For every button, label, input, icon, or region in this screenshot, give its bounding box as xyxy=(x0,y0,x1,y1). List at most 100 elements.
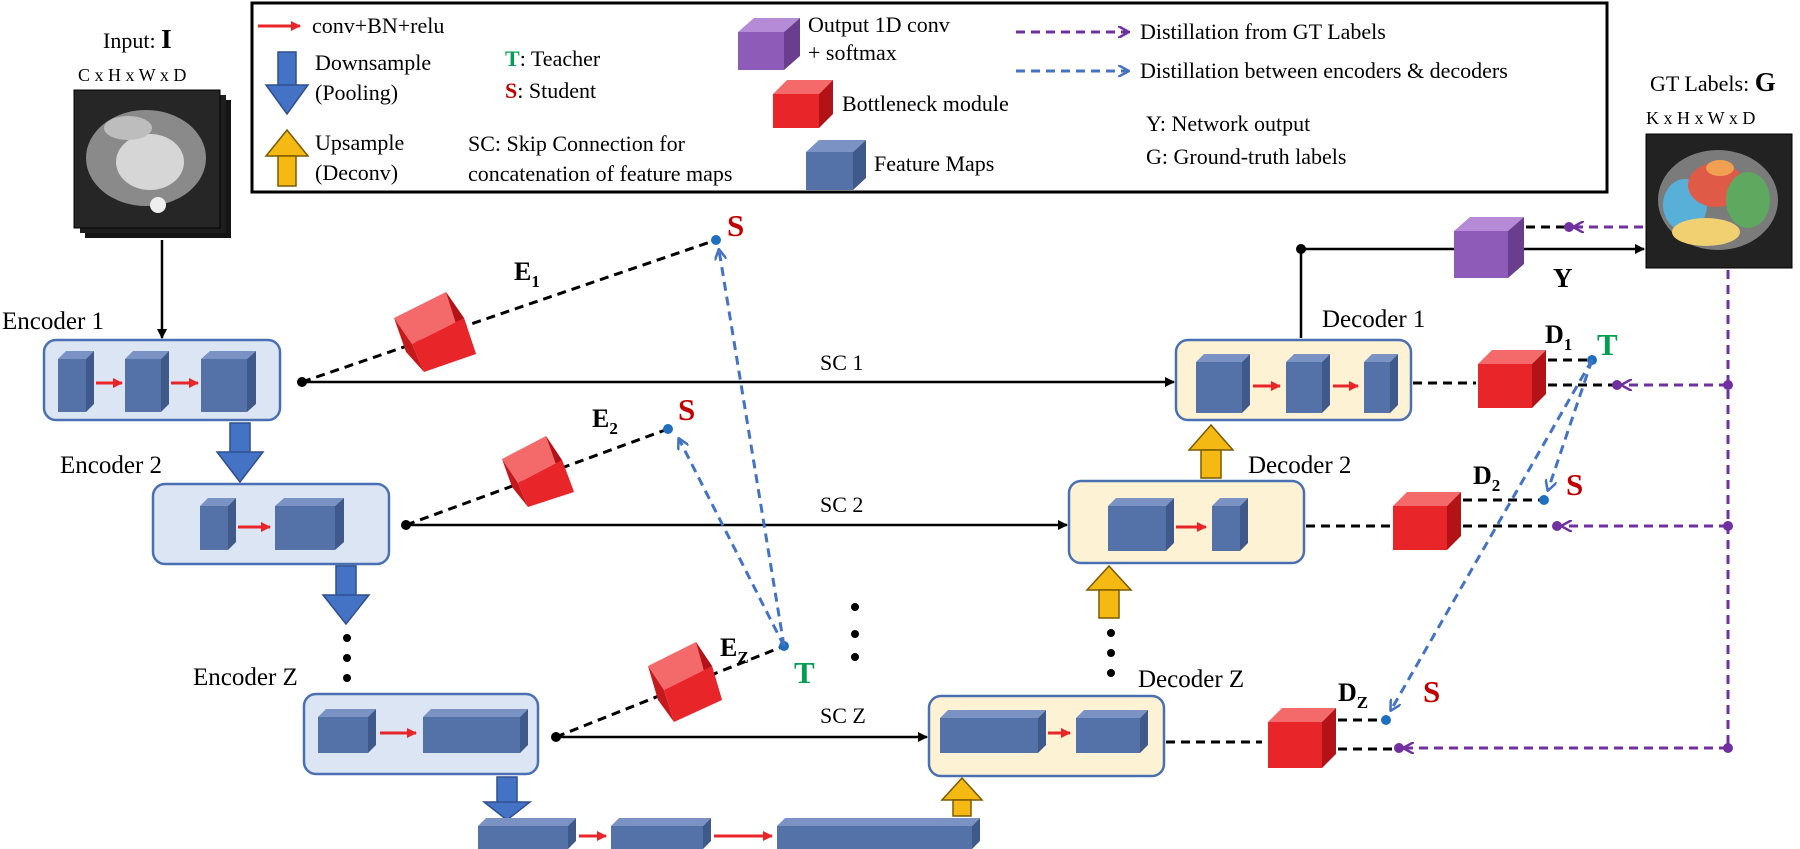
encoder-1-downsample-arrow xyxy=(215,422,265,484)
decoder-2-box xyxy=(1067,479,1306,565)
input-ct-spine xyxy=(150,197,166,213)
decoder-1-feature-map-2 xyxy=(1286,354,1330,413)
bottom-feature-map-2 xyxy=(611,818,711,849)
d2-sub: 2 xyxy=(1492,476,1501,495)
input-label: Input: xyxy=(103,28,161,53)
encoder-z-label: Encoder Z xyxy=(193,664,298,691)
encoder-2-feature-map-2 xyxy=(275,498,344,550)
e1-student-marker: S xyxy=(727,208,744,243)
skip-connection-1-label: SC 1 xyxy=(820,350,863,375)
legend-feature-label: Feature Maps xyxy=(874,151,994,176)
e2-base: E xyxy=(592,404,609,433)
legend-up-line1: Upsample xyxy=(315,130,404,155)
encoder-z-downsample-arrow xyxy=(481,776,533,821)
upsample-arrow-icon xyxy=(264,128,310,187)
bottleneck-block-icon xyxy=(773,80,833,128)
e1-label: E1 xyxy=(514,257,540,291)
gt-title: GT Labels: G xyxy=(1650,67,1776,97)
decoder-2-bottleneck-block xyxy=(1393,492,1461,550)
input-volume: Input: I C x H x W x D xyxy=(73,24,231,238)
legend-y-definition: Y: Network output xyxy=(1146,111,1310,136)
d1-sub: 1 xyxy=(1564,335,1573,354)
encoder-distill-arrow-to-e1 xyxy=(719,250,786,647)
ez-base: E xyxy=(720,633,737,662)
ez-sub: Z xyxy=(737,648,748,667)
output-block-icon xyxy=(738,18,800,70)
legend-sc-line2: concatenation of feature maps xyxy=(468,161,732,186)
legend-down-line1: Downsample xyxy=(315,50,431,75)
legend-distill-enc-label: Distillation between encoders & decoders xyxy=(1140,58,1508,83)
decoder-distill-arrow-to-dz xyxy=(1391,359,1594,710)
encoder-2-bottleneck-block xyxy=(502,436,574,507)
encoder-1-feature-map-3 xyxy=(201,351,256,412)
input-ct-vessel xyxy=(104,116,152,140)
legend-bottleneck-label: Bottleneck module xyxy=(842,91,1009,116)
legend-down-line2: (Pooling) xyxy=(315,80,398,105)
decoder-2-feature-map-2 xyxy=(1212,498,1248,551)
encoder-1-label: Encoder 1 xyxy=(2,308,104,335)
decoder-z-bottleneck-block xyxy=(1268,708,1336,768)
encoder-2-label: Encoder 2 xyxy=(60,452,162,479)
middle-ellipsis xyxy=(851,603,859,661)
e2-sub: 2 xyxy=(609,419,618,438)
legend-up-line2: (Deconv) xyxy=(315,160,398,185)
downsample-arrow-icon xyxy=(264,51,310,116)
input-title: Input: I xyxy=(103,24,172,54)
decoder-2-feature-map-1 xyxy=(1108,498,1174,551)
gt-seg-yellow xyxy=(1672,218,1740,246)
dz-base: D xyxy=(1338,678,1357,707)
output-conv-softmax-block xyxy=(1454,217,1524,278)
encoder-distill-arrow-to-e2 xyxy=(679,439,786,647)
input-symbol: I xyxy=(161,24,172,54)
decoder-z-label: Decoder Z xyxy=(1138,666,1244,693)
gt-distill-decoder-1-node xyxy=(1612,380,1622,390)
encoder-2-feature-map-1 xyxy=(200,498,236,550)
encoder-z-bottleneck-block xyxy=(648,642,722,722)
legend-teacher-key: T xyxy=(505,46,520,71)
output-y-label: Y xyxy=(1553,263,1573,293)
d1-base: D xyxy=(1545,320,1564,349)
gt-label: GT Labels: xyxy=(1650,71,1755,96)
e1-sub: 1 xyxy=(531,272,540,291)
bottom-upsample-arrow xyxy=(940,776,984,817)
decoder-1-label: Decoder 1 xyxy=(1322,306,1425,333)
gt-seg-green xyxy=(1726,172,1770,228)
dz-label: DZ xyxy=(1338,678,1368,712)
legend-student: S: Student xyxy=(505,78,596,103)
encoder-2-box xyxy=(151,482,391,566)
gt-distill-decoder-z-node xyxy=(1394,743,1404,753)
skip-connection-z-label: SC Z xyxy=(820,703,866,728)
decoder-2-label: Decoder 2 xyxy=(1248,452,1351,479)
legend-student-text: : Student xyxy=(517,78,596,103)
decoder-z-upsample-arrow xyxy=(1085,564,1133,619)
legend-teacher: T: Teacher xyxy=(505,46,601,71)
d2-base: D xyxy=(1473,461,1492,490)
decoder-z-feature-map-2 xyxy=(1076,710,1148,753)
feature-map-icon xyxy=(806,140,866,190)
e2-label: E2 xyxy=(592,404,618,438)
encoder-1-feature-map-2 xyxy=(125,351,169,412)
d2-student-node xyxy=(1539,495,1549,505)
legend-teacher-text: : Teacher xyxy=(520,46,601,71)
d1-teacher-marker: T xyxy=(1597,327,1618,362)
legend-border xyxy=(250,1,1609,194)
legend-distill-gt-label: Distillation from GT Labels xyxy=(1140,19,1386,44)
gt-distill-decoder-2-node xyxy=(1552,521,1562,531)
legend-g-definition: G: Ground-truth labels xyxy=(1146,144,1346,169)
dz-student-marker: S xyxy=(1423,674,1440,709)
gt-seg-orange xyxy=(1706,160,1734,176)
d1-label: D1 xyxy=(1545,320,1572,354)
decoder-1-feature-map-1 xyxy=(1196,354,1250,413)
e2-student-node xyxy=(663,424,673,434)
decoder-ellipsis xyxy=(1107,629,1115,677)
ez-label: EZ xyxy=(720,633,749,667)
legend-output-line1: Output 1D conv xyxy=(808,12,950,37)
input-dims: C x H x W x D xyxy=(78,65,186,85)
legend-output-line2: + softmax xyxy=(808,40,897,65)
gt-symbol: G xyxy=(1755,67,1776,97)
decoder-z-feature-map-1 xyxy=(940,710,1046,753)
legend-student-key: S xyxy=(505,78,517,103)
skip-connection-2-label: SC 2 xyxy=(820,492,863,517)
dz-student-node xyxy=(1381,715,1391,725)
encoder-z-feature-map-2 xyxy=(423,709,528,753)
